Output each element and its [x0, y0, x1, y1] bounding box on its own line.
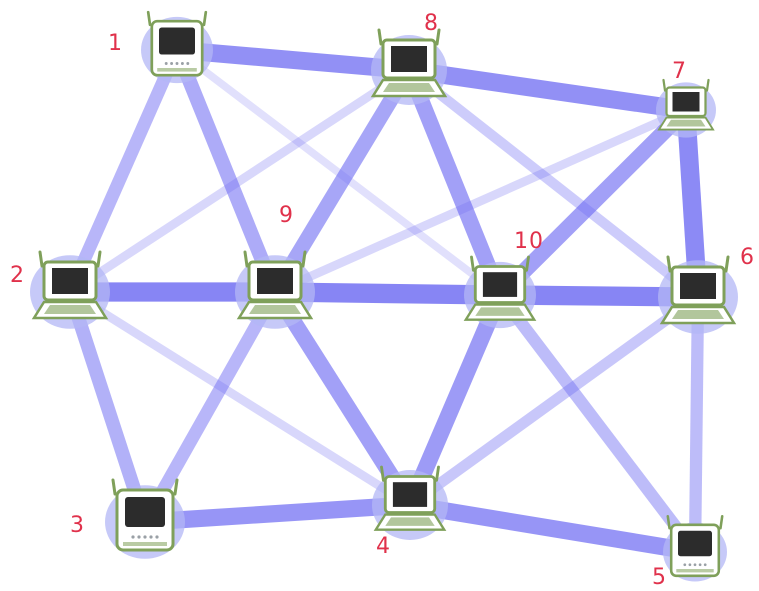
- link-8-10: [401, 67, 508, 298]
- link-7-10: [494, 104, 692, 301]
- link-2-4: [67, 288, 413, 509]
- link-1-8: [176, 41, 410, 79]
- node-label-1: 1: [108, 31, 123, 56]
- laptop-icon-4: [373, 465, 447, 531]
- link-6-4: [406, 292, 702, 510]
- node-label-7: 7: [672, 59, 687, 84]
- link-2-3: [63, 289, 152, 525]
- link-9-3: [139, 288, 281, 526]
- link-10-4: [402, 291, 508, 509]
- link-8-7: [407, 61, 688, 119]
- laptop-icon-5: [666, 515, 724, 578]
- link-3-4: [144, 496, 411, 531]
- node-label-8: 8: [424, 11, 439, 36]
- link-10-5: [495, 291, 700, 556]
- node-label-3: 3: [70, 513, 85, 538]
- laptop-icon-1: [146, 10, 208, 77]
- link-1-9: [170, 47, 282, 295]
- laptop-icon-9: [236, 250, 314, 320]
- laptop-icon-3: [111, 478, 179, 552]
- laptop-icon-10: [463, 255, 537, 321]
- laptop-icon-6: [659, 255, 737, 325]
- labels-layer: 1 8 7 2 9 10 6 3 4 5: [10, 11, 755, 590]
- links-layer: [63, 41, 708, 561]
- link-8-2: [67, 66, 412, 296]
- laptop-icon-7: [657, 78, 715, 131]
- link-4-5: [408, 496, 697, 561]
- link-9-4: [268, 287, 417, 510]
- link-8-6: [405, 65, 702, 302]
- laptop-icon-2: [31, 250, 109, 320]
- nodes-layer: [31, 10, 737, 578]
- laptop-icon-8: [370, 28, 448, 98]
- link-1-2: [64, 47, 183, 295]
- node-label-4: 4: [376, 534, 391, 559]
- node-label-5: 5: [652, 565, 667, 590]
- link-7-9: [273, 105, 688, 297]
- link-8-9: [268, 66, 416, 296]
- node-label-6: 6: [740, 245, 755, 270]
- node-label-2: 2: [10, 263, 25, 288]
- node-label-9: 9: [279, 203, 294, 228]
- link-6-5: [688, 296, 705, 553]
- node-label-10: 10: [514, 229, 544, 254]
